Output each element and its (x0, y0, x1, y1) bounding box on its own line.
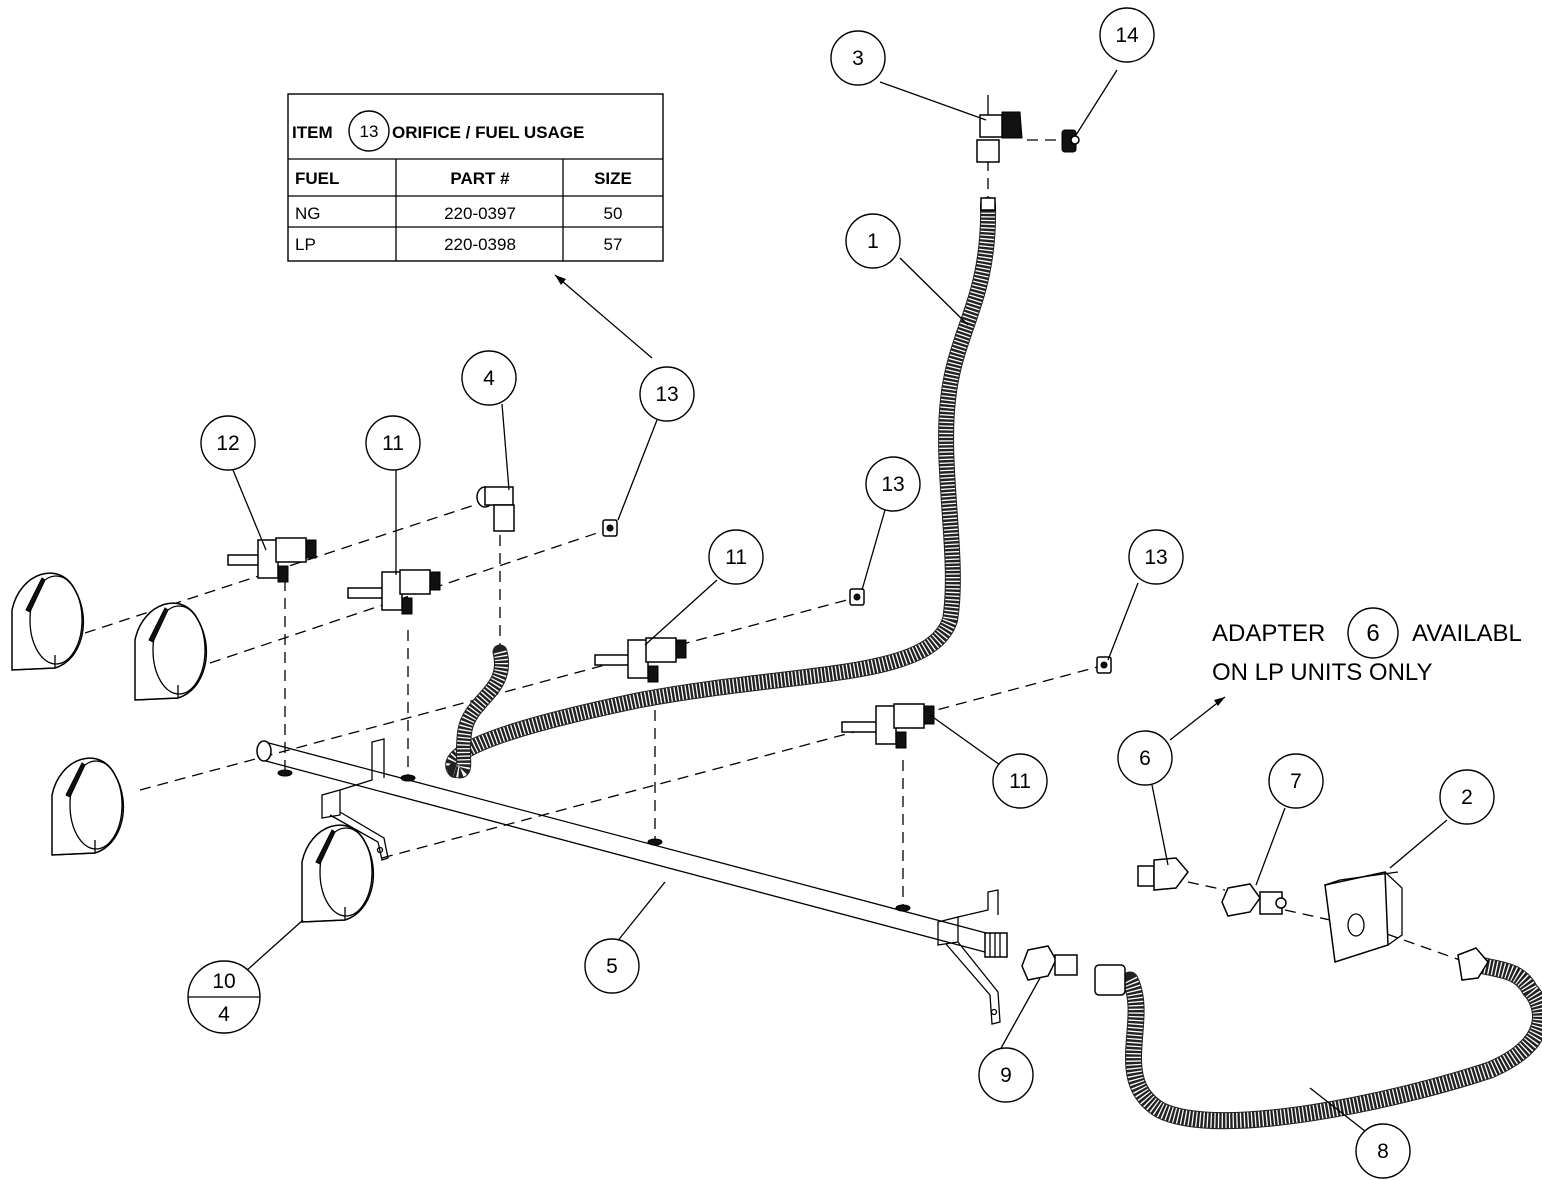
callout-11-c: 11 (992, 753, 1048, 809)
knob-2 (134, 602, 208, 701)
orifice-13-c (1096, 656, 1112, 674)
svg-text:3: 3 (852, 47, 864, 70)
callout-4: 4 (461, 350, 517, 406)
orifice-fuel-table: ITEM 13 ORIFICE / FUEL USAGE FUEL PART #… (287, 93, 664, 262)
svg-text:14: 14 (1115, 24, 1139, 47)
table-title-item: 13 (360, 122, 379, 141)
valve-11-a (347, 569, 441, 615)
callout-8: 8 (1355, 1123, 1411, 1179)
callout-11-b: 11 (708, 529, 764, 585)
svg-text:12: 12 (216, 432, 239, 455)
callout-13-mid: 13 (865, 456, 921, 512)
svg-text:13: 13 (881, 473, 904, 496)
valve-12 (227, 537, 317, 583)
valve-11-b (594, 637, 687, 683)
svg-text:8: 8 (1377, 1140, 1389, 1163)
note-line1-prefix: ADAPTER (1212, 620, 1325, 647)
flare-fitting-9 (1021, 945, 1126, 996)
leader-lines (232, 69, 1448, 1136)
valve-11-c (841, 703, 935, 749)
knob-3 (51, 757, 125, 856)
svg-text:6: 6 (1139, 747, 1151, 770)
orifice-13-a (602, 519, 618, 537)
svg-text:4: 4 (218, 1003, 230, 1026)
svg-text:4: 4 (483, 367, 495, 390)
note-line1-suffix: AVAILABL (1412, 620, 1522, 647)
callout-7: 7 (1268, 753, 1324, 809)
callout-13-right: 13 (1128, 529, 1184, 585)
callout-9: 9 (978, 1047, 1034, 1103)
table-title-prefix: ITEM (292, 123, 333, 142)
table-cell: 220-0397 (444, 204, 516, 223)
knob-1 (11, 572, 85, 671)
svg-text:9: 9 (1000, 1064, 1012, 1087)
callout-6: 6 (1117, 730, 1173, 786)
table-cell: NG (295, 204, 321, 223)
flex-hose-4 (447, 644, 510, 779)
col-header-size: SIZE (594, 169, 632, 188)
table-cell: 57 (604, 235, 623, 254)
connector-7 (1221, 883, 1287, 917)
svg-text:13: 13 (655, 383, 678, 406)
elbow-fitting-3 (976, 95, 1023, 163)
svg-text:11: 11 (382, 432, 404, 455)
orifice-13-b (849, 588, 865, 606)
callout-11-a: 11 (365, 415, 421, 471)
table-cell: 220-0398 (444, 235, 516, 254)
flex-hose-8 (1121, 956, 1542, 1130)
svg-text:5: 5 (606, 955, 618, 978)
note-line2: ON LP UNITS ONLY (1212, 659, 1433, 686)
flex-hose-1 (445, 197, 997, 778)
callout-3: 3 (830, 30, 886, 86)
svg-text:2: 2 (1461, 786, 1473, 809)
hose-fitting-8-end (1457, 947, 1489, 981)
svg-text:13: 13 (1144, 546, 1167, 569)
mounting-bracket-left (321, 738, 389, 861)
adapter-note: ADAPTER 6 AVAILABL ON LP UNITS ONLY (1212, 607, 1522, 686)
callout-5: 5 (584, 938, 640, 994)
table-title: ORIFICE / FUEL USAGE (392, 123, 584, 142)
callout-14: 14 (1099, 7, 1155, 63)
bracket-2 (1324, 871, 1403, 963)
svg-text:1: 1 (867, 230, 879, 253)
note-leader-arrow (1169, 696, 1226, 741)
elbow-fitting-4 (476, 486, 515, 532)
table-cell: LP (295, 235, 316, 254)
svg-text:10: 10 (212, 970, 235, 993)
note-item: 6 (1366, 620, 1379, 647)
svg-text:7: 7 (1290, 770, 1302, 793)
callout-12: 12 (200, 415, 256, 471)
callout-13-top: 13 (639, 366, 695, 422)
mounting-bracket-right (937, 889, 1001, 1025)
manifold-pipe (256, 740, 1008, 958)
callout-10-over-4: 10 4 (187, 960, 261, 1034)
callout-2: 2 (1439, 769, 1495, 825)
knob-4 (301, 824, 375, 923)
col-header-fuel: FUEL (295, 169, 339, 188)
svg-text:11: 11 (1009, 770, 1031, 793)
adapter-6 (1137, 857, 1189, 891)
svg-text:11: 11 (725, 546, 747, 569)
callout-1: 1 (845, 213, 901, 269)
table-cell: 50 (604, 204, 623, 223)
table-leader-arrow (554, 274, 653, 359)
plug-14 (1061, 129, 1080, 153)
col-header-part: PART # (450, 169, 510, 188)
